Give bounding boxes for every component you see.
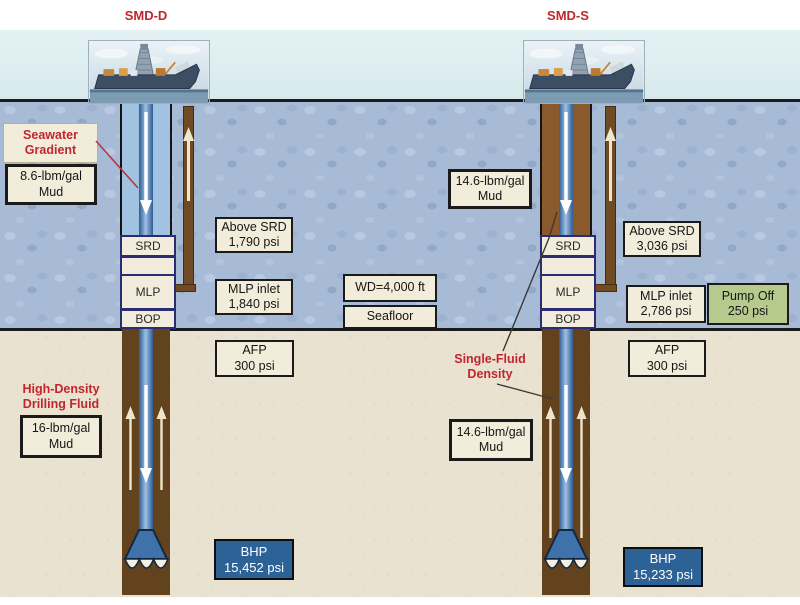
mlp-inlet-box-left: MLP inlet 1,840 psi (215, 279, 293, 315)
return-line-right (605, 106, 616, 292)
water-depth-box: WD=4,000 ft (343, 274, 437, 302)
stack-cell-blank-left (122, 257, 174, 274)
label-line: 1,840 psi (228, 297, 280, 311)
label-line: Mud (478, 440, 504, 454)
srd-cell-right: SRD (542, 237, 594, 255)
title-smd-d: SMD-D (124, 8, 168, 23)
riser-mud-box-left: 8.6-lbm/gal Mud (5, 164, 97, 205)
seafloor-box: Seafloor (343, 305, 437, 329)
label-line: 14.6-lbm/gal (455, 173, 525, 188)
label-line: Seafloor (366, 309, 414, 324)
afp-box-left: AFP 300 psi (215, 340, 294, 377)
label-line: 8.6-lbm/gal (20, 169, 82, 184)
bop-cell-right: BOP (542, 310, 594, 327)
label-line: Mud (477, 189, 503, 203)
label-line: 16-lbm/gal (31, 421, 91, 436)
subsea-stack-right: SRD MLP BOP (540, 235, 596, 329)
mlp-cell-right: MLP (542, 276, 594, 308)
label-line: 3,036 psi (636, 239, 688, 253)
drillpipe-left-well (139, 326, 153, 532)
label-line: AFP (654, 343, 680, 358)
drillship-right (523, 40, 645, 104)
seafloor-line (0, 328, 800, 331)
afp-box-right: AFP 300 psi (628, 340, 706, 377)
label-line: 300 psi (234, 358, 275, 373)
label-line: Mud (38, 184, 64, 199)
bhp-box-left: BHP 15,452 psi (214, 539, 294, 580)
mlp-cell-left: MLP (122, 276, 174, 308)
mlp-inlet-box-right: MLP inlet 2,786 psi (626, 285, 706, 323)
riser-mud-box-right: 14.6-lbm/gal Mud (448, 169, 532, 209)
label-line: Seawater (23, 127, 78, 142)
well-mud-box-right: 14.6-lbm/gal Mud (449, 419, 533, 461)
high-density-fluid-label: High-Density Drilling Fluid (18, 381, 104, 413)
label-line: MLP inlet (228, 281, 280, 296)
bop-cell-left: BOP (122, 310, 174, 327)
label-line: Mud (48, 436, 74, 451)
pump-off-box: Pump Off 250 psi (707, 283, 789, 325)
bhp-box-right: BHP 15,233 psi (623, 547, 703, 587)
label-line: Above SRD (221, 219, 287, 234)
label-line: BHP (240, 543, 268, 559)
drillpipe-right-riser (559, 103, 573, 235)
drillpipe-left-riser (139, 103, 153, 235)
drillpipe-right-well (559, 326, 573, 532)
label-line: 15,452 psi (224, 559, 284, 575)
label-line: High-Density (22, 381, 100, 396)
label-line: 15,233 psi (633, 567, 693, 582)
label-line: 2,786 psi (640, 304, 692, 318)
label-line: 250 psi (727, 304, 769, 318)
label-line: Pump Off (721, 288, 775, 303)
title-smd-s: SMD-S (547, 8, 589, 23)
label-line: MLP inlet (640, 288, 692, 303)
label-line: Density (467, 367, 513, 381)
label-line: Gradient (24, 143, 77, 157)
seawater-gradient-label: Seawater Gradient (3, 123, 98, 163)
drillship-left (88, 40, 210, 104)
drillship-left-art (89, 41, 209, 103)
srd-cell-left: SRD (122, 237, 174, 255)
label-line: Single-Fluid (454, 351, 526, 366)
label-line: Above SRD (629, 223, 695, 238)
label-line: AFP (242, 343, 267, 358)
label-line: WD=4,000 ft (355, 280, 425, 295)
waterline (0, 99, 800, 102)
above-srd-box-left: Above SRD 1,790 psi (215, 217, 293, 253)
drillship-right-art (524, 41, 644, 103)
label-line: 300 psi (646, 358, 688, 373)
label-line: BHP (649, 551, 677, 567)
above-srd-box-right: Above SRD 3,036 psi (623, 221, 701, 257)
stack-cell-blank-right (542, 257, 594, 274)
label-line: Drilling Fluid (22, 397, 100, 411)
return-line-left (183, 106, 194, 292)
single-fluid-density-label: Single-Fluid Density (448, 351, 532, 383)
well-mud-box-left: 16-lbm/gal Mud (20, 415, 102, 458)
label-line: 14.6-lbm/gal (456, 424, 526, 439)
subsea-stack-left: SRD MLP BOP (120, 235, 176, 329)
label-line: 1,790 psi (228, 235, 280, 249)
